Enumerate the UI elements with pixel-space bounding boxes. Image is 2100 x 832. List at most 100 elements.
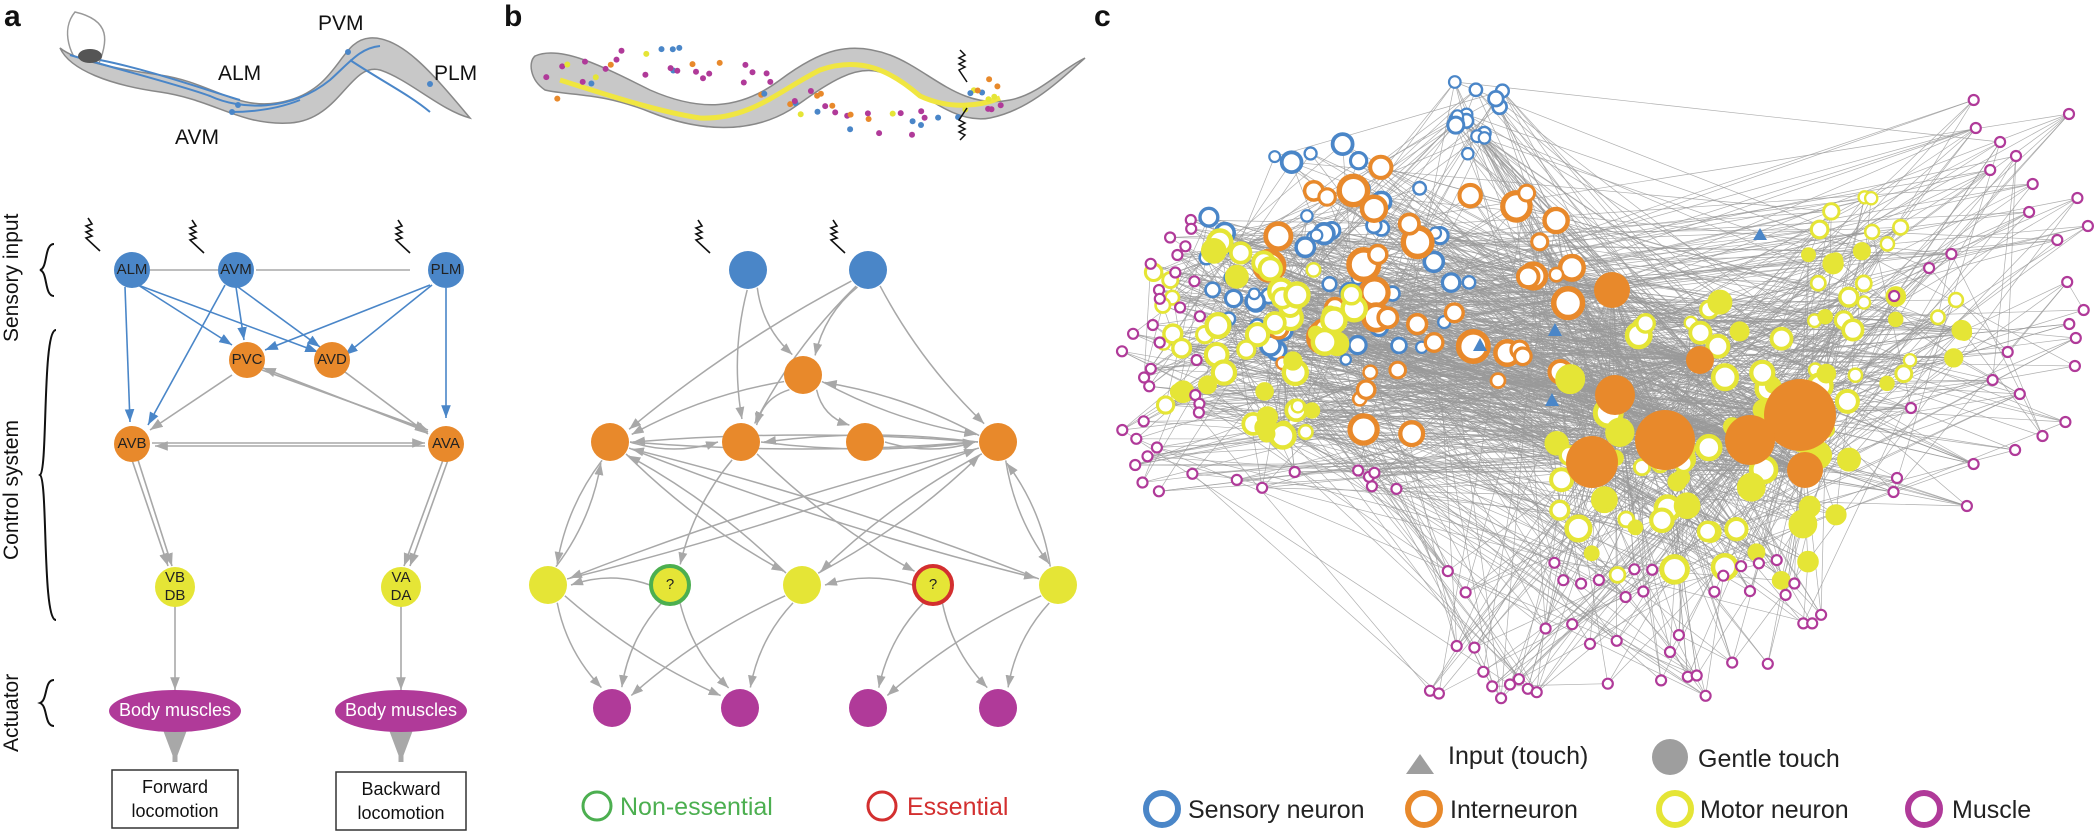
legend-sensory-label: Sensory neuron — [1188, 796, 1365, 824]
legend-b: Non-essential Essential — [581, 790, 1008, 822]
connectome-node-motor — [1632, 458, 1652, 477]
connectome-edge — [1536, 528, 1737, 693]
circuit-a-edges — [124, 269, 451, 762]
connectome-node-motor — [1838, 286, 1860, 308]
worm-b-cell-dot — [706, 70, 713, 77]
connectome-node-muscle — [1672, 628, 1686, 642]
connectome-node-motor — [1825, 504, 1847, 526]
connectome-edge — [1292, 360, 1537, 693]
circuit-b-edge — [753, 285, 857, 424]
connectome-edge — [1270, 345, 1904, 375]
connectome-edge — [1374, 319, 1896, 474]
connectome-hub-interneuron — [1595, 375, 1635, 415]
connectome-node-muscle — [1960, 499, 1974, 513]
connectome-edge — [1267, 416, 1520, 680]
node-label-body-muscles-right: Body muscles — [345, 700, 457, 720]
connectome-node-muscle — [1967, 93, 1980, 107]
connectome-edge — [1614, 169, 1991, 396]
connectome-node-sensory — [1477, 131, 1492, 145]
legend-muscle-label: Muscle — [1952, 796, 2031, 824]
worm-b-cell-dot — [909, 131, 915, 138]
circuit-b-edge — [879, 285, 985, 425]
circuit-b-node-i1 — [591, 423, 629, 461]
connectome-edge — [1439, 235, 1815, 322]
circuit-b-edge — [569, 447, 980, 579]
worm-b-cell-dot — [763, 70, 770, 77]
legend-non-essential-swatch — [581, 790, 613, 822]
worm-label-pvm: PVM — [318, 12, 364, 35]
connectome-node-sensory — [1347, 335, 1368, 356]
connectome-edge — [1651, 439, 1751, 571]
worm-b-cell-dot — [667, 65, 674, 72]
circuit-b-edge — [628, 280, 852, 430]
connectome-node-sensory — [1294, 236, 1317, 259]
connectome-node-muscle — [1188, 275, 1201, 288]
connectome-node-sensory — [1339, 353, 1353, 366]
connectome-edge — [1150, 263, 1397, 490]
connectome-node-muscle — [1761, 657, 1774, 670]
connectome-node-motor — [1747, 543, 1766, 562]
side-label-actuator: Actuator — [0, 674, 23, 752]
worm-b-cell-dot — [607, 61, 614, 68]
worm-b-cell-dot — [740, 79, 747, 86]
circuit-b-edge — [884, 441, 976, 450]
circuit-b-edge — [554, 459, 603, 565]
connectome-edge — [1804, 281, 2068, 471]
worm-b-cell-dot — [991, 93, 998, 100]
connectome-node-sensory — [1447, 75, 1462, 89]
connectome-node-muscle — [1887, 485, 1900, 499]
worm-b-cell-dot — [689, 61, 696, 68]
connectome-node-muscle — [1566, 618, 1579, 631]
connectome-edge — [2007, 155, 2017, 353]
connectome-node-motor — [1929, 309, 1946, 326]
connectome-edge — [1191, 228, 1912, 409]
circuit-b-edge — [941, 602, 988, 689]
connectome-edge — [1199, 394, 1616, 405]
node-avb — [114, 426, 150, 462]
connectome-node-motor — [1198, 375, 1217, 395]
worm-b-cell-dot — [716, 59, 723, 66]
connectome-edge — [1182, 391, 1448, 572]
connectome-node-inter — [1367, 243, 1389, 266]
output-forward-line1: Forward — [142, 777, 208, 797]
legend-sensory-swatch — [1143, 790, 1181, 828]
node-body-muscles-right — [335, 690, 467, 732]
connectome-node-sensory — [1487, 89, 1505, 108]
connectome-node-motor — [1834, 388, 1860, 414]
connectome-edge — [1699, 197, 2078, 361]
circuit-b-edge — [813, 286, 858, 356]
connectome-edge — [1323, 99, 1974, 329]
node-pvc — [229, 342, 265, 378]
connectome-node-motor — [1837, 447, 1862, 472]
node-label-avm: AVM — [220, 261, 251, 278]
connectome-node-motor — [1236, 339, 1257, 360]
connectome-node-inter — [1388, 360, 1407, 380]
connectome-edge — [1527, 250, 1863, 690]
connectome-node-muscle — [1806, 617, 1819, 630]
circuit-b-node-s2 — [849, 251, 887, 289]
connectome-node-muscle — [1126, 327, 1140, 340]
connectome-node-muscle — [1190, 353, 1203, 367]
connectome-node-motor — [1635, 313, 1656, 334]
circuit-b-edge — [570, 576, 651, 586]
connectome-node-muscle — [2026, 177, 2039, 191]
connectome-edge — [1705, 566, 1726, 696]
worm-b-cell-dot — [921, 114, 928, 121]
connectome-node-sensory — [1468, 82, 1484, 98]
connectome-node-muscle — [1726, 656, 1739, 669]
connectome-edge — [1518, 253, 1952, 680]
circuit-b-edge — [1005, 602, 1050, 688]
connectome-edge — [1607, 197, 2078, 684]
connectome-edge — [1363, 253, 1952, 265]
connectome-edge — [1928, 267, 2008, 353]
worm-b-cell-dot — [592, 74, 599, 81]
connectome-node-motor — [1736, 472, 1766, 502]
connectome-node-motor — [1951, 319, 1972, 341]
connectome-node-motor — [1224, 264, 1249, 289]
connectome-node-motor — [1856, 295, 1872, 310]
connectome-hub-interneuron — [1566, 436, 1618, 488]
connectome-node-muscle — [1734, 560, 1748, 573]
circuit-b-node-s1 — [729, 251, 767, 289]
worm-b-cell-dot — [994, 83, 1001, 90]
circuit-b-edge — [629, 438, 976, 450]
